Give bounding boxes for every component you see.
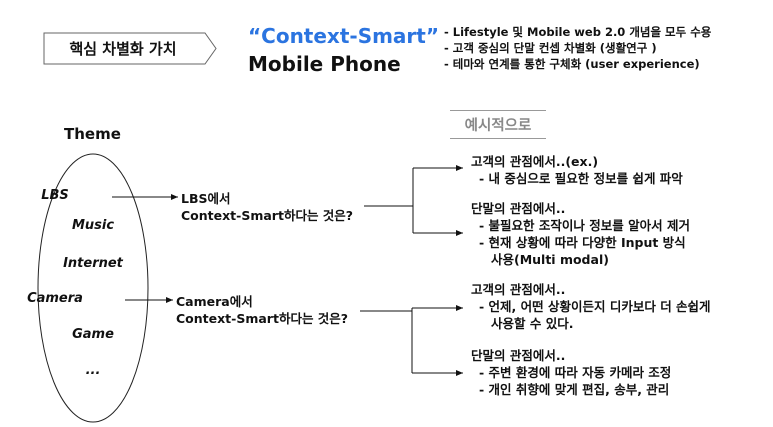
header-bullets: - Lifestyle 및 Mobile web 2.0 개념을 모두 수용 -… [444, 24, 711, 72]
camera-device-view: 단말의 관점에서.. - 주변 환경에 따라 자동 카메라 조정 - 개인 취향… [471, 347, 671, 398]
lbs-device-heading: 단말의 관점에서.. [471, 201, 566, 216]
camera-customer-point: - 언제, 어떤 상황이든지 디카보다 더 손쉽게 [479, 299, 711, 314]
theme-item-camera: Camera [27, 291, 83, 306]
lbs-customer-point: - 내 중심으로 필요한 정보를 쉽게 파악 [479, 171, 683, 186]
theme-item-game: Game [72, 327, 114, 342]
theme-item-lbs: LBS [41, 188, 69, 203]
theme-ellipse [37, 153, 149, 423]
header-bullet: - Lifestyle 및 Mobile web 2.0 개념을 모두 수용 [444, 25, 712, 39]
theme-title: Theme [64, 125, 121, 143]
lbs-device-view: 단말의 관점에서.. - 불필요한 조작이나 정보를 알아서 제거 - 현재 상… [471, 200, 690, 268]
theme-item-more: ... [85, 363, 101, 378]
example-label: 예시적으로 [450, 110, 546, 139]
badge-shape [43, 32, 217, 65]
question-lbs-line2: Context-Smart하다는 것은? [181, 208, 354, 223]
camera-customer-heading: 고객의 관점에서.. [471, 282, 566, 297]
theme-item-music: Music [71, 218, 115, 233]
core-value-badge-label: 핵심 차별화 가치 [69, 40, 177, 58]
core-value-badge: 핵심 차별화 가치 [44, 33, 216, 64]
title-mobile-phone: Mobile Phone [248, 52, 401, 76]
camera-customer-view: 고객의 관점에서.. - 언제, 어떤 상황이든지 디카보다 더 손쉽게 사용할… [471, 281, 711, 332]
header-bullet: - 고객 중심의 단말 컨셉 차별화 (생활연구 ) [444, 41, 657, 55]
question-camera: Camera에서 Context-Smart하다는 것은? [176, 293, 348, 327]
camera-device-point: - 주변 환경에 따라 자동 카메라 조정 [479, 365, 672, 380]
question-camera-line1: Camera에서 [176, 294, 253, 309]
lbs-device-continuation: 사용(Multi modal) [491, 252, 609, 267]
question-lbs: LBS에서 Context-Smart하다는 것은? [181, 190, 353, 224]
camera-device-heading: 단말의 관점에서.. [471, 348, 566, 363]
camera-customer-continuation: 사용할 수 있다. [491, 316, 574, 331]
lbs-customer-view: 고객의 관점에서..(ex.) - 내 중심으로 필요한 정보를 쉽게 파악 [471, 153, 683, 187]
camera-device-point: - 개인 취향에 맞게 편집, 송부, 관리 [479, 382, 670, 397]
question-lbs-line1: LBS에서 [181, 191, 231, 206]
theme-item-internet: Internet [63, 256, 123, 271]
title-context-smart: “Context-Smart” [248, 24, 439, 48]
lbs-device-point: - 현재 상황에 따라 다양한 Input 방식 [479, 235, 686, 250]
lbs-device-point: - 불필요한 조작이나 정보를 알아서 제거 [479, 218, 690, 233]
header-bullet: - 테마와 연계를 통한 구체화 (user experience) [444, 57, 700, 71]
question-camera-line2: Context-Smart하다는 것은? [176, 311, 349, 326]
lbs-customer-heading: 고객의 관점에서..(ex.) [471, 154, 599, 169]
